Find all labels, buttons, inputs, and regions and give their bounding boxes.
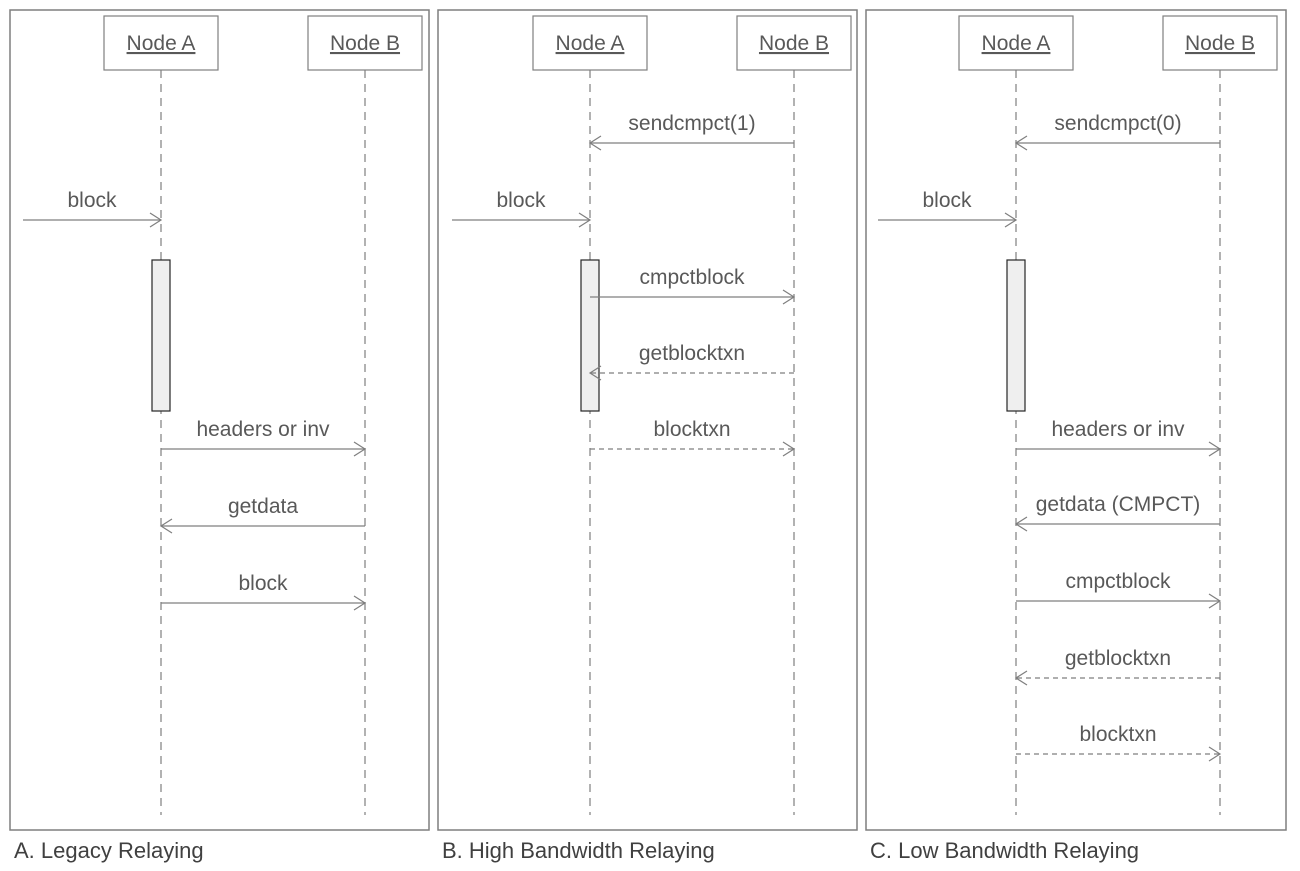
panel-caption: C. Low Bandwidth Relaying (870, 838, 1139, 863)
node-a-box (103, 15, 219, 71)
activation-bar (1006, 259, 1026, 412)
message-arrowhead (353, 441, 367, 457)
message-label: getblocktxn (639, 342, 745, 365)
message-arrowhead (578, 212, 592, 228)
message-arrowhead (1004, 212, 1018, 228)
node-a-label: Node A (127, 32, 196, 55)
node-b-label: Node B (1185, 32, 1255, 55)
node-a-label: Node A (982, 32, 1051, 55)
message-arrowhead (1014, 135, 1028, 151)
message-label: block (238, 572, 288, 595)
panel-frame (9, 9, 430, 831)
message-getblocktxn: getblocktxn (1014, 647, 1220, 686)
message-block: block (452, 189, 592, 228)
message-label: block (922, 189, 972, 212)
message-label: blocktxn (653, 418, 730, 441)
panel-caption: A. Legacy Relaying (14, 838, 204, 863)
message-block: block (161, 572, 367, 611)
message-getdata: getdata (159, 495, 365, 534)
message-arrowhead (149, 212, 163, 228)
message-label: cmpctblock (1065, 570, 1171, 593)
message-getdata-cmpct: getdata (CMPCT) (1014, 493, 1220, 532)
message-arrowhead (159, 518, 173, 534)
message-arrowhead (782, 289, 796, 305)
node-a-box (532, 15, 648, 71)
message-sendcmpct-0: sendcmpct(0) (1014, 112, 1220, 151)
node-b-label: Node B (330, 32, 400, 55)
message-arrowhead (588, 135, 602, 151)
panel-c: Node A Node B sendcmpct(0) block headers or … (865, 9, 1287, 863)
message-label: getdata (228, 495, 298, 518)
panel-frame (865, 9, 1287, 831)
message-label: headers or inv (1051, 418, 1185, 441)
message-label: sendcmpct(0) (1054, 112, 1181, 135)
message-label: getdata (CMPCT) (1036, 493, 1201, 516)
message-arrowhead (1208, 746, 1222, 762)
node-a-box (958, 15, 1074, 71)
message-cmpctblock: cmpctblock (590, 266, 796, 305)
message-label: getblocktxn (1065, 647, 1171, 670)
message-arrowhead (1208, 593, 1222, 609)
message-arrowhead (588, 365, 602, 381)
message-label: sendcmpct(1) (628, 112, 755, 135)
message-label: cmpctblock (639, 266, 745, 289)
message-block: block (878, 189, 1018, 228)
message-sendcmpct-1: sendcmpct(1) (588, 112, 794, 151)
node-b-label: Node B (759, 32, 829, 55)
panel-frame (437, 9, 858, 831)
activation-bar (151, 259, 171, 412)
message-getblocktxn: getblocktxn (588, 342, 794, 381)
message-cmpctblock: cmpctblock (1016, 570, 1222, 609)
panel-a: Node A Node B block headers or inv getdata bl… (9, 9, 430, 863)
node-b-box (736, 15, 852, 71)
message-blocktxn: blocktxn (1016, 723, 1222, 762)
node-b-box (1162, 15, 1278, 71)
panel-b: Node A Node B sendcmpct(1) block cmpctblock g… (437, 9, 858, 863)
message-headers-or-inv: headers or inv (1016, 418, 1222, 457)
activation-bar (580, 259, 600, 412)
message-arrowhead (1014, 516, 1028, 532)
message-arrowhead (1014, 670, 1028, 686)
message-label: block (496, 189, 546, 212)
panel-caption: B. High Bandwidth Relaying (442, 838, 715, 863)
message-label: blocktxn (1079, 723, 1156, 746)
message-blocktxn: blocktxn (590, 418, 796, 457)
message-headers-or-inv: headers or inv (161, 418, 367, 457)
message-arrowhead (1208, 441, 1222, 457)
node-a-label: Node A (556, 32, 625, 55)
message-block: block (23, 189, 163, 228)
message-label: headers or inv (196, 418, 330, 441)
node-b-box (307, 15, 423, 71)
message-arrowhead (353, 595, 367, 611)
message-label: block (67, 189, 117, 212)
message-arrowhead (782, 441, 796, 457)
